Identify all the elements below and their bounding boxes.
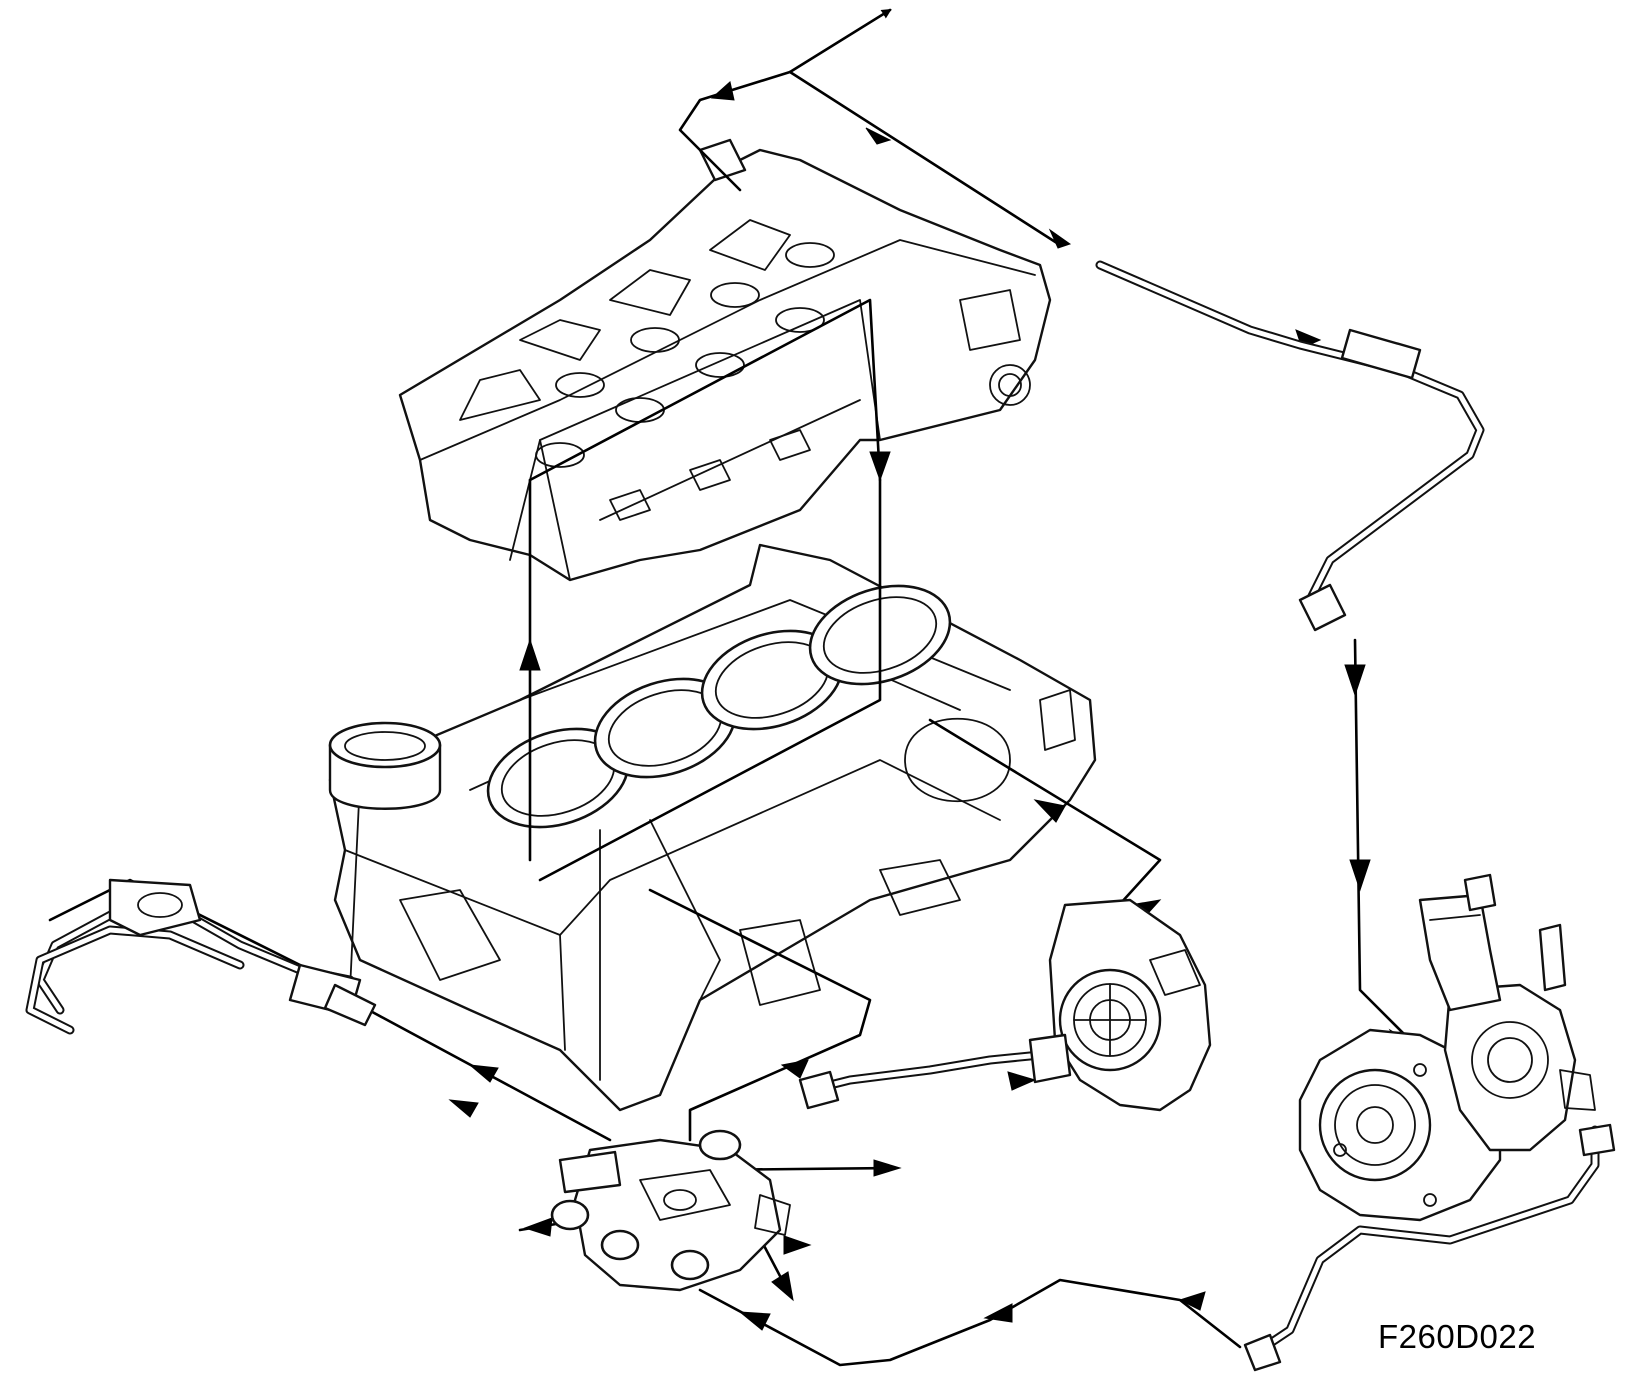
arrow-vent-3 <box>1048 228 1072 249</box>
arrow-turbo-feed-1 <box>1344 664 1366 697</box>
pump-inlet-hose <box>798 1033 1072 1110</box>
cylinder-block <box>328 543 1097 1112</box>
arrow-vent-2 <box>865 127 892 145</box>
thermostat-housing <box>550 1129 791 1292</box>
water-pump <box>1048 898 1212 1112</box>
turbo-supply-hose <box>1095 260 1485 632</box>
arrow-pump-in <box>1007 1071 1037 1091</box>
arrow-block-therm <box>780 1059 809 1079</box>
flow-arrows <box>448 81 1417 1331</box>
arrow-block-rear <box>1033 799 1066 823</box>
arrow-turbo-feed-2 <box>1349 859 1371 892</box>
turbo-return-hose <box>1243 1123 1616 1372</box>
arrow-heater-2 <box>448 1099 479 1118</box>
arrow-down-right <box>869 451 891 482</box>
arrow-vent-1 <box>710 81 735 101</box>
arrow-therm-out-3 <box>771 1271 794 1302</box>
heater-pipe <box>25 878 377 1035</box>
figure-reference-code: F260D022 <box>1378 1318 1537 1355</box>
arrow-therm-out-2 <box>523 1217 553 1237</box>
arrow-therm-out-1 <box>873 1159 902 1177</box>
turbocharger <box>1298 873 1596 1222</box>
arrow-therm-out-4 <box>783 1235 812 1255</box>
arrow-return-2 <box>983 1303 1013 1323</box>
cylinder-head <box>398 138 1052 582</box>
arrow-heater-1 <box>468 1064 499 1083</box>
arrow-return-1 <box>738 1311 771 1331</box>
arrow-up-left <box>519 638 541 671</box>
arrow-return-3 <box>1178 1291 1206 1311</box>
